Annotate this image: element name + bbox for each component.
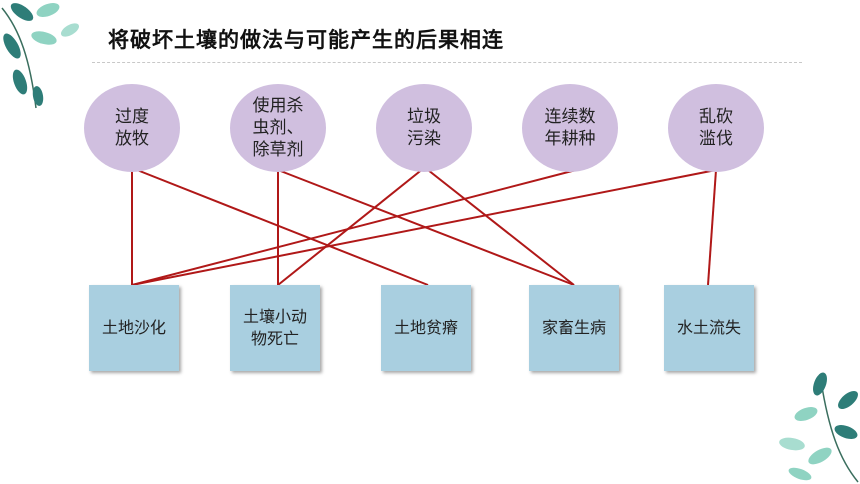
- cause-node-c1: 过度 放牧: [84, 84, 180, 172]
- connector-c3-e2: [277, 167, 425, 286]
- connector-c4-e1: [131, 169, 577, 286]
- title-divider: [92, 62, 802, 63]
- effect-node-e2: 土壤小动 物死亡: [230, 285, 320, 371]
- connector-c3-e4: [427, 169, 575, 286]
- effect-node-e5: 水土流失: [664, 285, 754, 371]
- effect-node-e4: 家畜生病: [529, 285, 619, 371]
- effect-node-e3: 土地贫瘠: [381, 285, 471, 371]
- connector-c5-e1: [131, 169, 717, 286]
- leaf-decoration-bottom-right: [779, 372, 859, 483]
- cause-node-c2: 使用杀 虫剂、 除草剂: [230, 84, 326, 172]
- effect-node-e1: 土地沙化: [89, 285, 179, 371]
- connector-c1-e3: [131, 167, 429, 286]
- leaf-decoration-top-left: [1, 3, 80, 109]
- cause-node-c4: 连续数 年耕种: [522, 84, 618, 172]
- connector-c5-e5: [707, 169, 717, 286]
- page-title: 将破坏土壤的做法与可能产生的后果相连: [108, 28, 504, 52]
- cause-node-c3: 垃圾 污染: [376, 84, 472, 172]
- cause-node-c5: 乱砍 滥伐: [668, 84, 764, 172]
